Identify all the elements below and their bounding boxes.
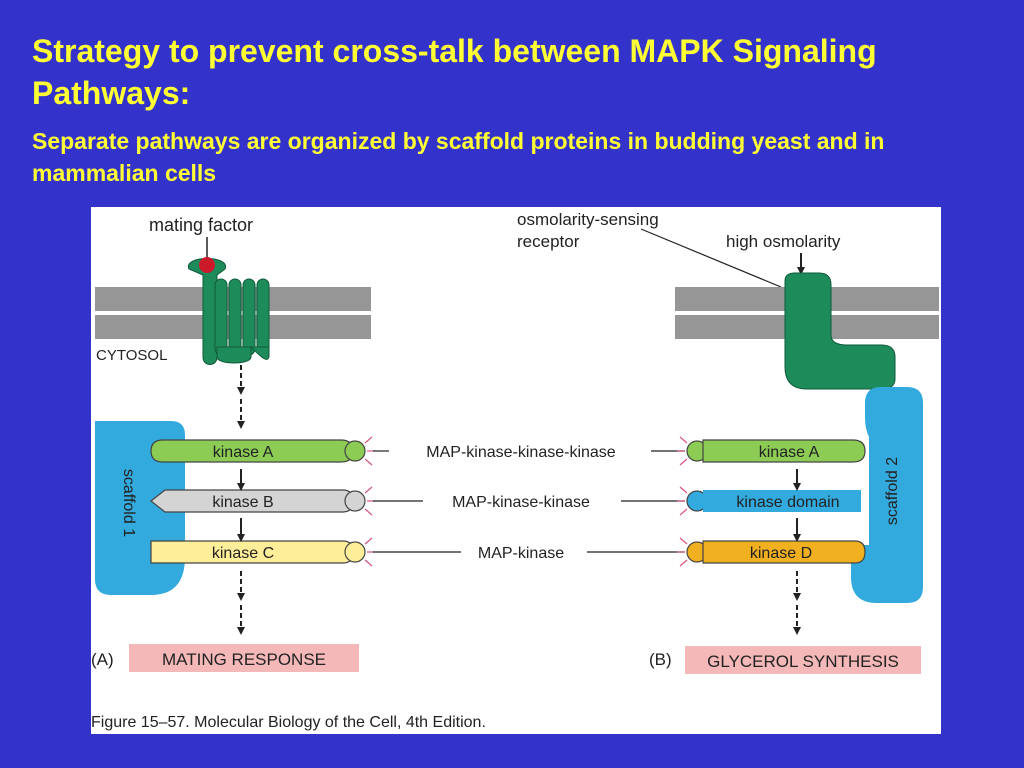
- receptor-label-line2: receptor: [517, 232, 580, 251]
- scaffold-2: [851, 387, 923, 603]
- slide-subtitle: Separate pathways are organized by scaff…: [32, 128, 885, 186]
- right-kinase-domain: kinase domain: [686, 490, 861, 512]
- panel-b-label: (B): [649, 650, 672, 669]
- figure-caption: Figure 15–57. Molecular Biology of the C…: [91, 714, 486, 731]
- pathway-figure: mating factor CYTOSOL scaffold 1 kinase …: [91, 207, 941, 734]
- receptor-label-line1: osmolarity-sensing: [517, 210, 659, 229]
- right-kinase-domain-label: kinase domain: [736, 494, 839, 511]
- osmolarity-receptor: [784, 272, 896, 390]
- scaffold-2-label: scaffold 2: [884, 457, 901, 525]
- cytosol-label: CYTOSOL: [96, 347, 167, 364]
- scaffold-1-label: scaffold 1: [120, 469, 137, 537]
- slide-title: Strategy to prevent cross-talk between M…: [32, 33, 877, 111]
- mating-response-box: [129, 644, 359, 672]
- right-kinase-a: kinase A: [686, 439, 866, 463]
- glycerol-synthesis-label: GLYCEROL SYNTHESIS: [707, 652, 899, 671]
- high-osmolarity-label: high osmolarity: [726, 232, 841, 251]
- receptor-pointer: [640, 228, 782, 288]
- right-kinase-a-label: kinase A: [759, 444, 820, 461]
- level-mapk-label: MAP-kinase: [478, 545, 564, 562]
- left-kinase-b-label: kinase B: [212, 494, 273, 511]
- left-kinase-c: kinase C: [150, 540, 366, 564]
- left-kinase-b: kinase B: [150, 489, 366, 513]
- right-kinase-d: kinase D: [686, 540, 866, 564]
- mating-response-label: MATING RESPONSE: [162, 650, 326, 669]
- panel-a-label: (A): [91, 650, 114, 669]
- left-kinase-a-label: kinase A: [213, 444, 274, 461]
- glycerol-synthesis-box: [685, 646, 921, 674]
- right-activation-marks: [677, 436, 688, 567]
- right-kinase-d-label: kinase D: [750, 545, 812, 562]
- left-kinase-c-label: kinase C: [212, 545, 274, 562]
- level-mapkkk-label: MAP-kinase-kinase-kinase: [426, 444, 616, 461]
- mating-factor-ligand: [199, 257, 215, 273]
- mating-factor-label: mating factor: [149, 215, 253, 235]
- mating-factor-receptor: [188, 258, 270, 365]
- pathway-diagram: mating factor CYTOSOL scaffold 1 kinase …: [91, 210, 939, 731]
- level-mapkk-label: MAP-kinase-kinase: [452, 494, 590, 511]
- left-kinase-a: kinase A: [150, 439, 366, 463]
